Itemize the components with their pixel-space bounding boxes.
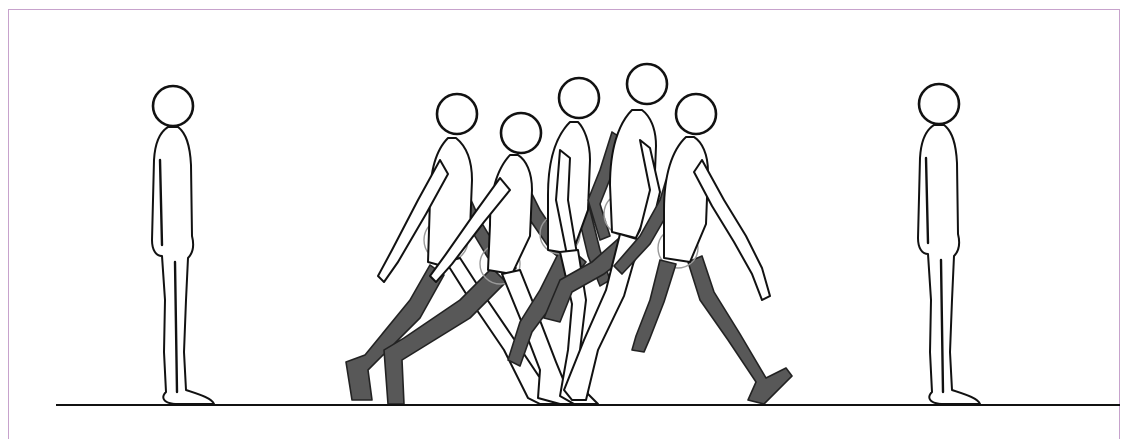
torso (664, 137, 708, 262)
figure-head (501, 113, 541, 153)
figure-head (919, 84, 959, 124)
far-leg (688, 256, 792, 404)
near-leg-shadow (632, 260, 676, 352)
figure-head (153, 86, 193, 126)
figure-head (627, 64, 667, 104)
torso (488, 155, 532, 274)
figure-head (437, 94, 477, 134)
figure-head (676, 94, 716, 134)
standing-figure-left (152, 86, 214, 404)
standing-figure-right (918, 84, 980, 404)
figure-head (559, 78, 599, 118)
